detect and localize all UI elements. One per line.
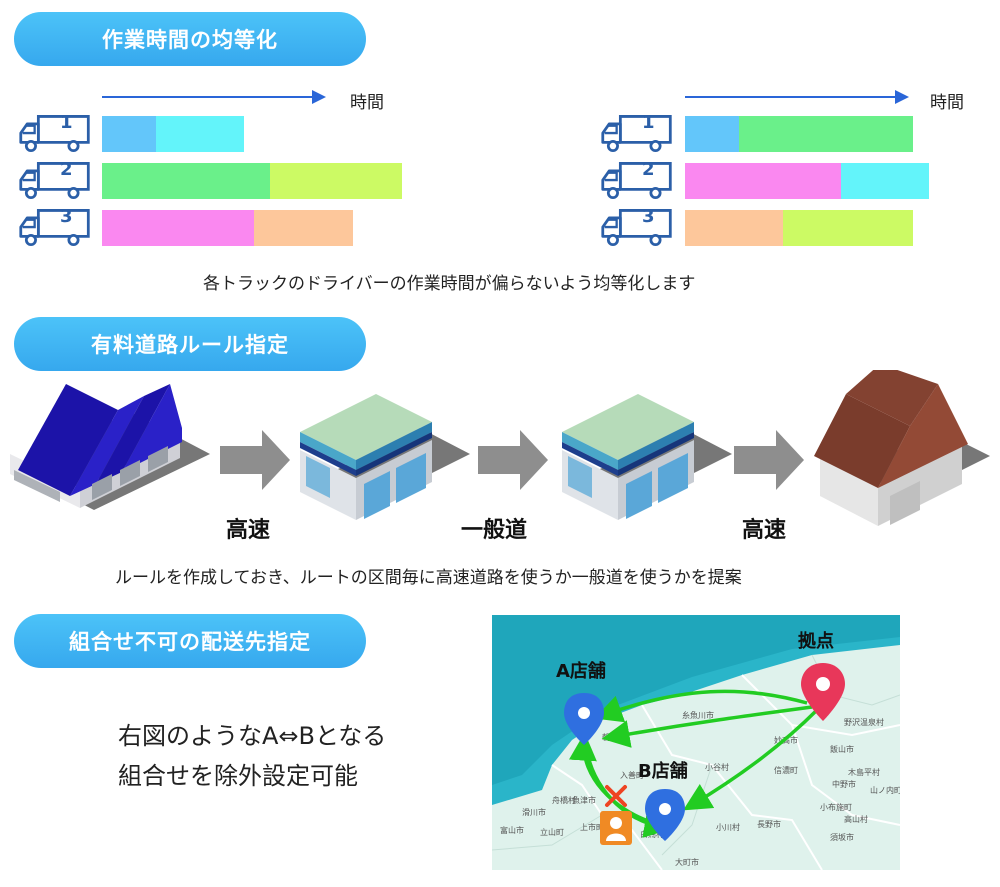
work-time-bar-segment xyxy=(685,116,739,152)
time-axis-arrow-left xyxy=(102,96,314,98)
exclusion-desc-line2: 組合せを除外設定可能 xyxy=(118,762,358,790)
work-time-bar-segment xyxy=(739,116,913,152)
store-b-label: B店舗 xyxy=(638,760,688,782)
time-axis-label-right: 時間 xyxy=(930,93,964,113)
house-icon xyxy=(814,370,990,526)
base-pin-icon xyxy=(801,663,845,721)
route-arrow xyxy=(601,705,813,748)
town-label: 立山町 xyxy=(540,827,564,837)
truck-number: 1 xyxy=(60,112,73,133)
work-time-bar-segment xyxy=(685,163,841,199)
store-a-pin-icon xyxy=(564,693,604,745)
route-illustration xyxy=(10,370,990,526)
town-label: 上市町 xyxy=(580,822,604,832)
blocked-cross-icon xyxy=(605,785,627,807)
town-label: 魚津市 xyxy=(572,795,596,805)
route-arrow xyxy=(682,708,819,811)
work-time-bar-segment xyxy=(254,210,353,246)
work-time-bar-segment xyxy=(102,116,156,152)
truck-icon xyxy=(601,162,672,200)
work-time-bar-segment xyxy=(841,163,929,199)
work-time-bar-segment xyxy=(102,210,254,246)
section-title-toll-road: 有料道路ルール指定 xyxy=(14,317,366,371)
town-label: 高山村 xyxy=(844,814,868,824)
warehouse-icon xyxy=(10,384,210,510)
work-time-bar-segment xyxy=(685,210,783,246)
workload-caption: 各トラックのドライバーの作業時間が偏らないよう均等化します xyxy=(203,274,696,294)
delivery-map: 糸魚川市 妙高市 小谷村 白馬村 信濃町 飯山市 中野市 大町市 長野市 小川村… xyxy=(492,615,900,870)
town-label: 入善町 xyxy=(620,770,644,780)
town-label: 滑川市 xyxy=(522,807,546,817)
route-arrow xyxy=(594,689,808,723)
road-label-highway-1: 高速 xyxy=(226,518,271,543)
town-label: 糸魚川市 xyxy=(682,710,714,720)
truck-number: 1 xyxy=(642,112,655,133)
truck-icon xyxy=(19,115,90,153)
section-title-workload: 作業時間の均等化 xyxy=(14,12,366,66)
store-icon xyxy=(300,394,470,520)
town-label: 木島平村 xyxy=(848,767,880,777)
base-label: 拠点 xyxy=(798,630,834,652)
exclusion-desc-line1: 右図のようなA⇔Bとなる xyxy=(118,722,387,750)
truck-number: 3 xyxy=(60,206,73,227)
time-axis-arrowhead-right xyxy=(895,90,909,104)
time-axis-arrowhead-left xyxy=(312,90,326,104)
town-label: 小川村 xyxy=(716,822,740,832)
truck-number: 3 xyxy=(642,206,655,227)
work-time-bar-segment xyxy=(270,163,402,199)
town-label: 舟橋村 xyxy=(552,795,576,805)
store-b-pin-icon xyxy=(645,789,685,841)
town-label: 小谷村 xyxy=(705,762,729,772)
town-label: 山ノ内町 xyxy=(870,785,900,795)
store-a-label: A店舗 xyxy=(556,660,606,682)
town-label: 須坂市 xyxy=(830,832,854,842)
town-label: 野沢温泉村 xyxy=(844,717,884,727)
road-label-highway-2: 高速 xyxy=(742,518,787,543)
driver-icon xyxy=(600,811,632,845)
truck-icon xyxy=(19,209,90,247)
arrow-right-icon xyxy=(220,430,290,490)
store-icon xyxy=(562,394,732,520)
town-label: 中野市 xyxy=(832,779,856,789)
time-axis-label-left: 時間 xyxy=(350,93,384,113)
section-title-exclusion: 組合せ不可の配送先指定 xyxy=(14,614,366,668)
work-time-bar-segment xyxy=(156,116,244,152)
arrow-right-icon xyxy=(478,430,548,490)
truck-icon xyxy=(19,162,90,200)
truck-number: 2 xyxy=(60,159,73,180)
toll-road-caption: ルールを作成しておき、ルートの区間毎に高速道路を使うか一般道を使うかを提案 xyxy=(115,568,742,588)
town-label: 信濃町 xyxy=(774,765,798,775)
truck-number: 2 xyxy=(642,159,655,180)
arrow-right-icon xyxy=(734,430,804,490)
work-time-bar-segment xyxy=(102,163,270,199)
town-label: 長野市 xyxy=(757,819,781,829)
work-time-bar-segment xyxy=(783,210,913,246)
truck-icon xyxy=(601,209,672,247)
town-label: 小布施町 xyxy=(820,802,852,812)
town-label: 富山市 xyxy=(500,825,524,835)
time-axis-arrow-right xyxy=(685,96,897,98)
town-label: 飯山市 xyxy=(830,744,854,754)
town-label: 大町市 xyxy=(675,857,699,867)
truck-icon xyxy=(601,115,672,153)
road-label-general: 一般道 xyxy=(461,518,528,543)
